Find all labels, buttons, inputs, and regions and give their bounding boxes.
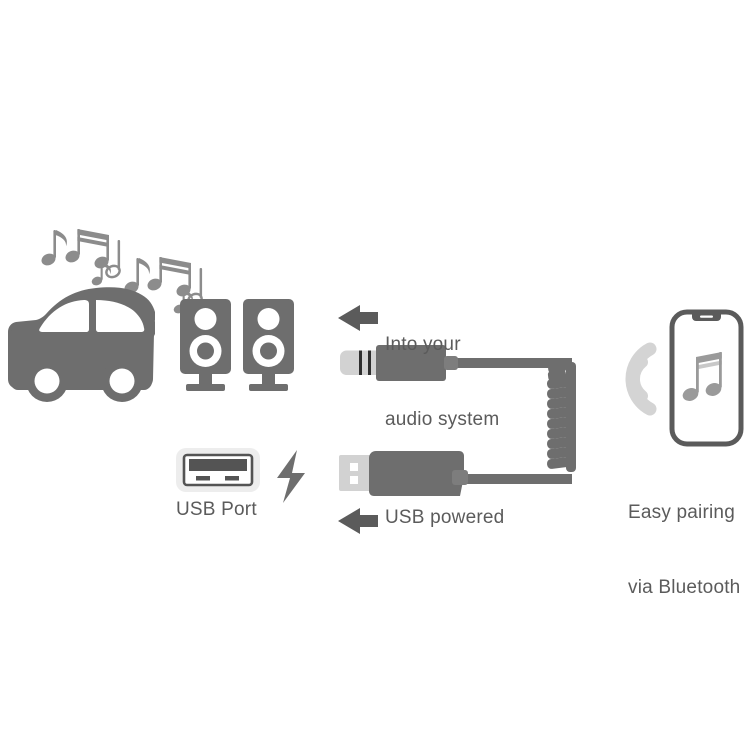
label-usb-port: USB Port (176, 499, 257, 520)
label-easy-pairing-line2: via Bluetooth (628, 577, 741, 598)
label-into-audio-system-line1: Into your (385, 334, 461, 355)
lightning-bolt-icon (277, 450, 305, 503)
music-notes-icon (41, 229, 203, 314)
label-easy-pairing-line1: Easy pairing (628, 502, 735, 523)
label-into-audio-system-line2: audio system (385, 409, 500, 430)
usb-plug-icon (339, 451, 468, 496)
speaker-icon (243, 299, 294, 391)
coiled-cable-icon (546, 361, 576, 472)
label-usb-powered: USB powered (385, 507, 505, 528)
usb-port-icon (176, 448, 260, 492)
car-icon (8, 287, 155, 402)
aux-35mm-plug-icon (340, 345, 458, 381)
signal-waves-icon (625, 342, 657, 416)
label-easy-pairing: Easy pairing via Bluetooth (628, 450, 740, 650)
arrow-left-icon (338, 305, 378, 331)
arrow-left-icon (338, 508, 378, 534)
music-note-icon (682, 352, 722, 401)
speaker-icon (180, 299, 231, 391)
label-into-audio-system: Into your audio system (385, 282, 499, 482)
usb-cable (455, 474, 572, 484)
smartphone-icon (669, 309, 744, 447)
aux-cable (440, 358, 572, 368)
